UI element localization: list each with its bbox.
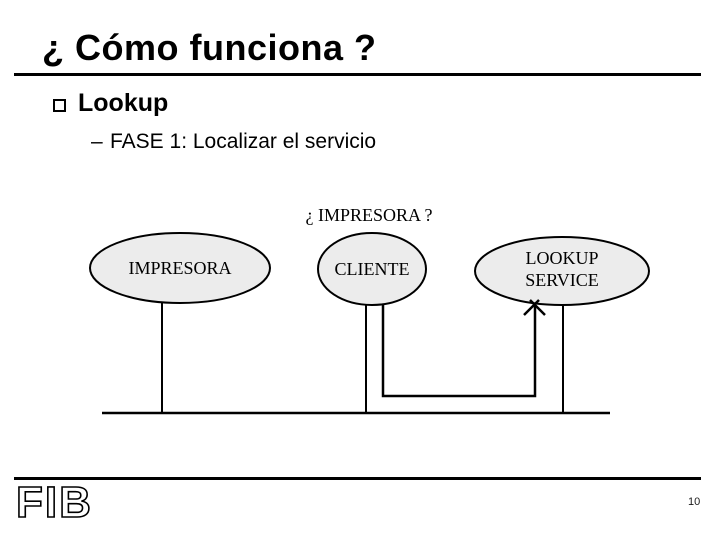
node-cliente-label: CLIENTE [335,259,410,279]
node-lookup-label-line1: LOOKUP [525,248,598,268]
arrowhead-up-icon [523,299,546,316]
footer-divider [14,477,701,480]
title-underline [14,73,701,76]
node-cliente-ellipse [317,232,427,306]
sub-bullet-fase1: FASE 1: Localizar el servicio [110,130,377,153]
node-lookup-label-line2: SERVICE [525,270,599,290]
node-impresora-label: IMPRESORA [128,258,231,278]
bullet-square-icon [53,99,66,112]
page-title: ¿ Cómo funciona ? [42,27,377,68]
page-number: 10 [688,496,701,508]
bullet-item-lookup: Lookup [78,89,169,117]
sub-bullet-dash-icon: – [91,130,103,153]
cliente-lookup-connector [381,300,537,398]
node-lookup-ellipse [474,236,650,306]
query-label: ¿ IMPRESORA ? [305,205,432,225]
node-impresora-ellipse [89,232,271,304]
fib-logo: FIB [16,478,93,527]
